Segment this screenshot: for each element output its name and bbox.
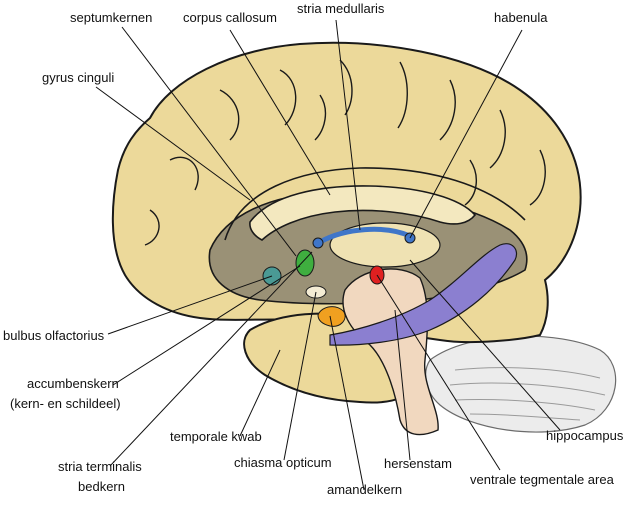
- accumbens: [295, 249, 315, 277]
- septum-blue: [312, 237, 324, 249]
- line-hippocampus: [409, 259, 561, 431]
- label-ventrale-tegmentale-area: ventrale tegmentale area: [470, 472, 615, 487]
- label-accumbenskern-1: accumbenskern: [27, 376, 119, 391]
- hippocampus: [329, 243, 518, 346]
- label-hippocampus: hippocampus: [546, 428, 624, 443]
- label-stria-terminalis-1: stria terminalis: [58, 459, 142, 474]
- stria-medullaris: [317, 226, 413, 245]
- line-temporale-kwab: [239, 349, 281, 437]
- cerebellum-folia: [449, 367, 606, 421]
- line-vta: [376, 274, 501, 471]
- label-corpus-callosum: corpus callosum: [183, 10, 277, 25]
- label-hersenstam: hersenstam: [384, 456, 452, 471]
- cortex-folds: [144, 59, 546, 246]
- line-bulbus: [107, 275, 273, 335]
- label-stria-medullaris: stria medullaris: [297, 1, 385, 16]
- label-accumbenskern-2: (kern- en schildeel): [10, 396, 121, 411]
- label-temporale-kwab: temporale kwab: [170, 429, 262, 444]
- label-habenula: habenula: [494, 10, 548, 25]
- gyrus-cinguli-band: [224, 167, 526, 241]
- line-chiasma: [283, 291, 317, 461]
- line-gyrus-cinguli: [95, 86, 251, 201]
- line-habenula: [409, 29, 523, 239]
- amygdala: [317, 306, 346, 327]
- label-bulbus-olfactorius: bulbus olfactorius: [3, 328, 105, 343]
- label-septumkernen: septumkernen: [70, 10, 152, 25]
- line-stria-medullaris: [335, 19, 361, 231]
- label-amandelkern: amandelkern: [327, 482, 402, 497]
- line-stria-terminalis: [109, 251, 313, 467]
- leader-lines: [95, 19, 561, 491]
- line-amandelkern: [329, 315, 365, 491]
- label-stria-terminalis-2: bedkern: [78, 479, 125, 494]
- line-corpus-callosum: [229, 29, 331, 196]
- line-accumbens: [112, 265, 301, 386]
- label-chiasma-opticum: chiasma opticum: [234, 455, 332, 470]
- label-gyrus-cinguli: gyrus cinguli: [42, 70, 114, 85]
- line-septumkernen: [121, 26, 297, 257]
- line-hersenstam: [394, 309, 411, 461]
